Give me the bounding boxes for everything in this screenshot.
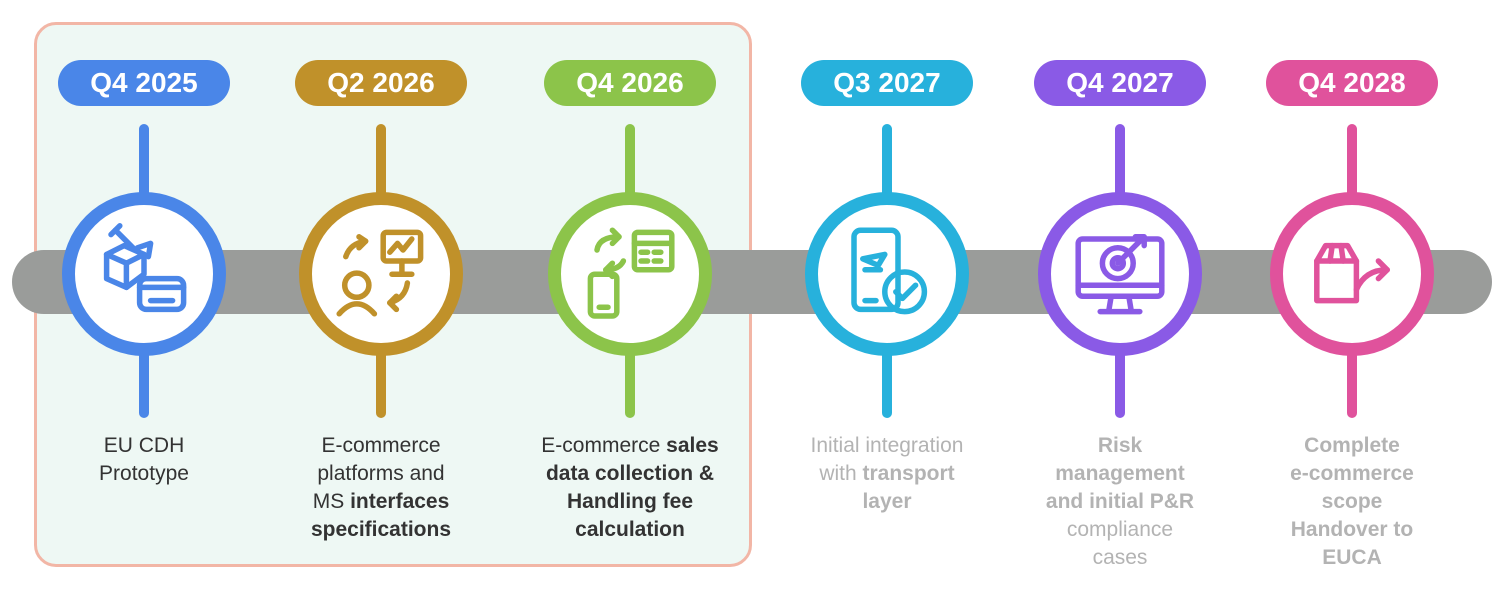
milestone-q4-2027: Q4 2027 Risk management and initial P&R … — [990, 0, 1250, 604]
stem-bottom — [1115, 350, 1125, 418]
timeline-bar — [12, 250, 1492, 314]
milestone-circle — [1270, 192, 1434, 356]
quarter-pill: Q4 2025 — [58, 60, 230, 106]
stem-bottom — [625, 350, 635, 418]
stem-top — [625, 124, 635, 204]
milestone-q4-2028: Q4 2028 Complete e-commerce scope Handov… — [1222, 0, 1482, 604]
quarter-pill: Q3 2027 — [801, 60, 973, 106]
stem-top — [139, 124, 149, 204]
stem-top — [376, 124, 386, 204]
milestone-description: Complete e-commerce scope Handover to EU… — [1290, 434, 1414, 569]
milestone-q2-2026: Q2 2026 E-commerce platforms and MS inte… — [251, 0, 511, 604]
milestone-description: E-commerce sales data collection & Handl… — [541, 434, 719, 541]
stem-bottom — [139, 350, 149, 418]
milestone-circle — [62, 192, 226, 356]
milestone-circle — [805, 192, 969, 356]
milestone-circle — [299, 192, 463, 356]
stem-bottom — [882, 350, 892, 418]
package-handover-arrow-icon — [1297, 217, 1407, 332]
milestone-circle — [548, 192, 712, 356]
milestone-description: Initial integration with transport layer — [810, 434, 964, 513]
phone-calculator-exchange-icon — [575, 217, 685, 332]
box-and-wallet-icon — [89, 217, 199, 332]
milestone-q4-2026: Q4 2026 E-commerce sales data collection… — [500, 0, 760, 604]
monitor-target-icon — [1065, 217, 1175, 332]
milestone-description: EU CDH Prototype — [99, 434, 189, 485]
quarter-pill: Q2 2026 — [295, 60, 467, 106]
user-exchange-monitor-icon — [326, 217, 436, 332]
stem-top — [1347, 124, 1357, 204]
stem-top — [882, 124, 892, 204]
quarter-pill: Q4 2027 — [1034, 60, 1206, 106]
phone-plane-check-icon — [832, 217, 942, 332]
quarter-pill: Q4 2028 — [1266, 60, 1438, 106]
stem-top — [1115, 124, 1125, 204]
stem-bottom — [376, 350, 386, 418]
milestone-q3-2027: Q3 2027 Initial integration with transpo… — [757, 0, 1017, 604]
milestone-q4-2025: Q4 2025 EU CDH Prototype — [14, 0, 274, 604]
quarter-pill: Q4 2026 — [544, 60, 716, 106]
milestone-description: E-commerce platforms and MS interfaces s… — [310, 434, 452, 541]
stem-bottom — [1347, 350, 1357, 418]
milestone-description: Risk management and initial P&R complian… — [1045, 434, 1195, 569]
milestone-circle — [1038, 192, 1202, 356]
